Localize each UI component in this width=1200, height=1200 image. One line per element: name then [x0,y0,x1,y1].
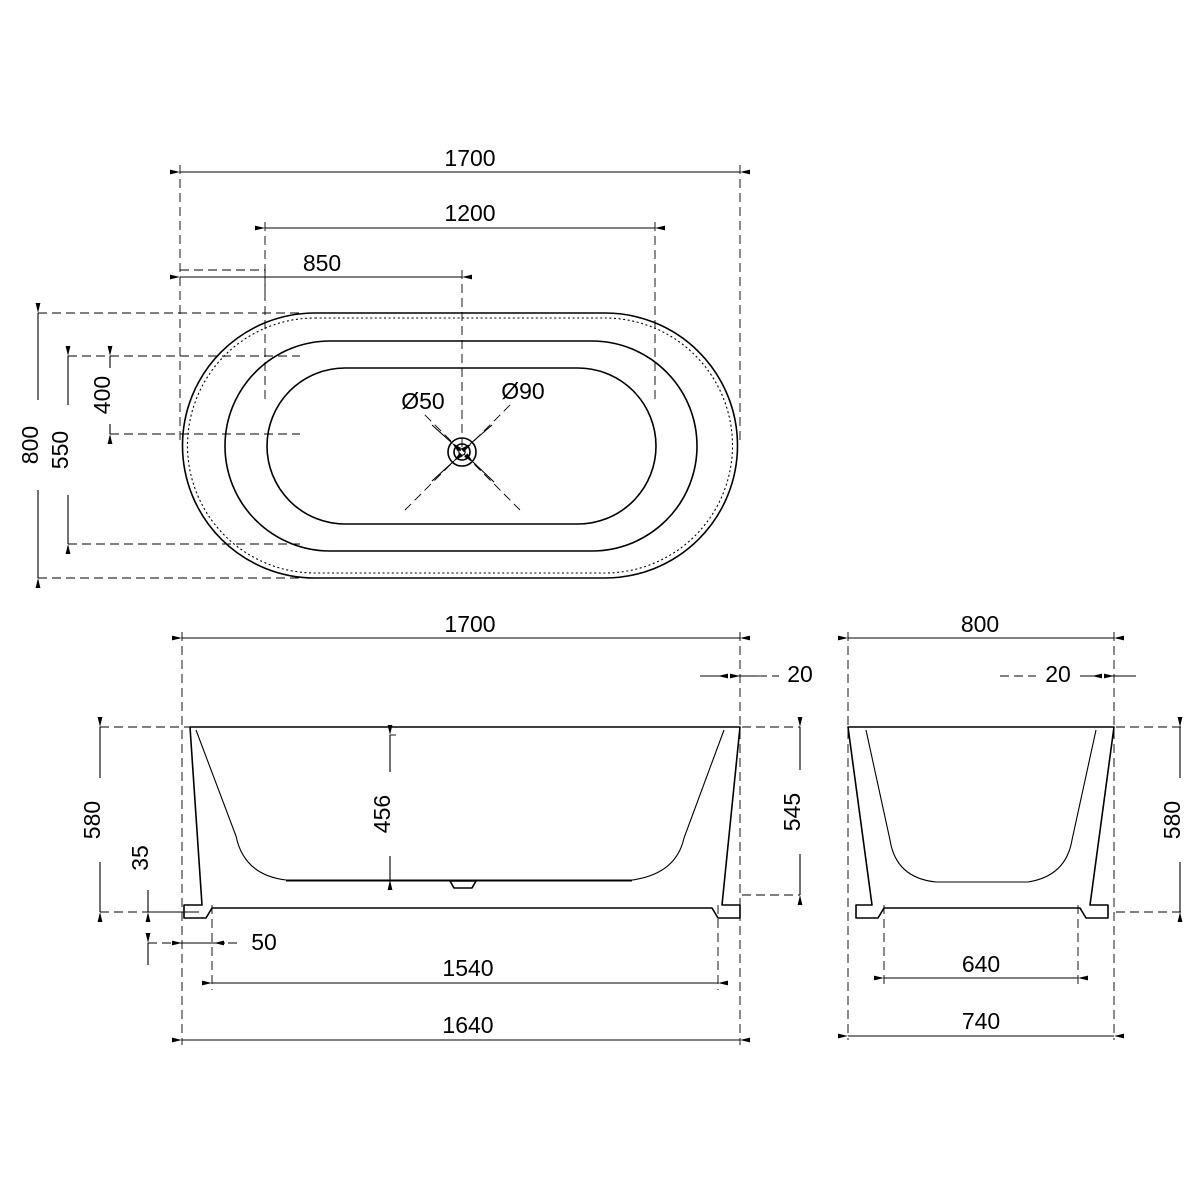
dim-label-top-850: 850 [303,250,341,276]
dim-label-side-580: 580 [1159,801,1185,839]
tub-inner-basin [266,367,657,525]
top-view: 1700 1200 850 800 550 [17,144,750,588]
dim-side-800: 800 [838,610,1124,641]
dim-side-580: 580 [1159,717,1194,922]
dim-front-1640: 1640 [172,1011,750,1043]
dim-label-top-1200: 1200 [444,200,495,226]
top-view-extension-lines [38,165,741,579]
dim-label-drain-outer: Ø90 [501,378,544,404]
dim-top-850: 850 [170,250,472,280]
dim-label-top-1700: 1700 [444,145,495,171]
side-view-extension-lines [847,632,1182,1040]
dim-label-top-550: 550 [47,431,73,469]
dim-side-740: 740 [838,1007,1124,1039]
tub-front-outline [183,726,741,919]
dim-front-545: 545 [779,717,814,905]
dim-label-front-1640: 1640 [442,1012,493,1038]
dim-label-side-800: 800 [961,611,999,637]
tub-side-outline [847,726,1115,919]
dim-top-400: 400 [89,346,124,444]
tub-side-inner-contour [865,729,1097,883]
dim-front-20: 20 [700,660,823,687]
tub-inner-rim [224,340,698,552]
dim-label-side-20: 20 [1045,661,1071,687]
dim-side-20: 20 [1036,660,1136,687]
dim-label-top-400: 400 [89,376,115,414]
tub-outer-texture [187,317,733,574]
dim-label-side-640: 640 [962,951,1000,977]
side-view: 800 20 580 640 740 [838,610,1194,1040]
dim-label-front-20: 20 [787,661,813,687]
dim-label-front-1700: 1700 [444,611,495,637]
dim-side-640: 640 [874,950,1088,981]
dim-front-1540: 1540 [202,954,728,986]
dim-front-35: 35 [127,830,162,965]
drain-assembly: Ø50 Ø90 [386,376,562,511]
dim-label-front-456: 456 [369,795,395,833]
dim-front-456: 456 [369,725,404,890]
tub-outer-outline [181,312,739,579]
dim-top-1200: 1200 [255,198,665,231]
tub-front-inner-contour [195,729,725,881]
dim-front-1700: 1700 [172,610,750,641]
dim-front-580: 580 [79,717,114,922]
dim-label-top-800: 800 [17,426,43,464]
dim-top-1700: 1700 [170,144,750,175]
dim-top-550: 550 [47,346,82,554]
dim-front-50: 50 [172,928,292,955]
dim-top-800: 800 [17,303,52,588]
dim-label-front-1540: 1540 [442,955,493,981]
dim-label-front-50: 50 [251,929,277,955]
dim-label-front-580: 580 [79,801,105,839]
dim-label-drain-inner: Ø50 [401,388,444,414]
front-view: 1700 20 580 35 [79,610,823,1045]
dim-label-side-740: 740 [962,1008,1000,1034]
dim-label-front-35: 35 [127,845,153,871]
dim-label-front-545: 545 [779,793,805,831]
front-drain [449,880,477,889]
